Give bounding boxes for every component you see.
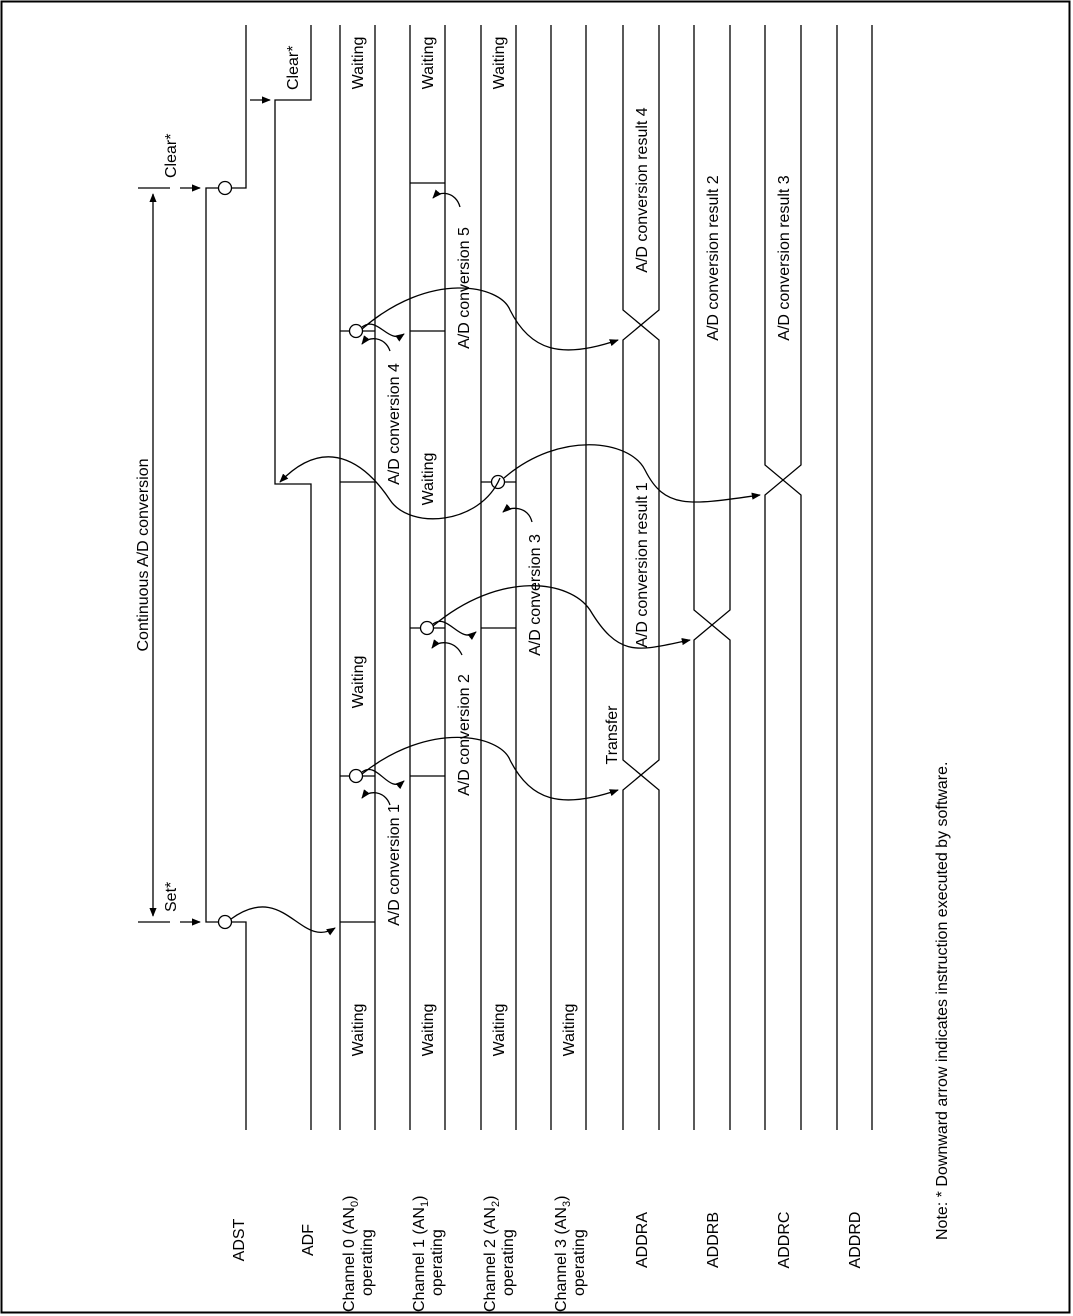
channel-3-label-line2: operating [571, 1229, 588, 1296]
set-label: Set* [163, 882, 180, 912]
conversion-2-label: A/D conversion 2 [456, 674, 473, 796]
event-circle [217, 180, 233, 196]
result-3-label: A/D conversion result 3 [776, 175, 793, 341]
adf-label: ADF [300, 1224, 317, 1256]
channel-2-label: Channel 2 (AN2) [482, 1196, 502, 1312]
channel-1-label-line2: operating [429, 1229, 446, 1296]
clear-label-adst: Clear* [163, 134, 180, 178]
footnote: Note: * Downward arrow indicates instruc… [934, 762, 951, 1240]
transfer-label: Transfer [604, 705, 621, 765]
addrd-label: ADDRD [847, 1212, 864, 1269]
adf-waveform [274, 25, 312, 1130]
conversion-3-label: A/D conversion 3 [527, 534, 544, 656]
event-circle [217, 914, 233, 930]
channel-3-label: Channel 3 (AN3) [553, 1196, 573, 1312]
continuous-label: Continuous A/D conversion [135, 459, 152, 652]
channel-1-label: Channel 1 (AN1) [411, 1196, 431, 1312]
continuous-span-arrow [138, 187, 170, 923]
channel-0-track [339, 25, 376, 1130]
conversion-4-label: A/D conversion 4 [386, 363, 403, 485]
waiting-label: Waiting [350, 1004, 367, 1057]
channel-2-label-line2: operating [500, 1229, 517, 1296]
waiting-label: Waiting [420, 1004, 437, 1057]
event-circle [348, 323, 364, 339]
channel-0-label-line2: operating [359, 1229, 376, 1296]
result-1-label: A/D conversion result 1 [634, 482, 651, 648]
waiting-label: Waiting [491, 1004, 508, 1057]
waiting-label: Waiting [491, 37, 508, 90]
event-circle [348, 768, 364, 784]
result-4-label: A/D conversion result 4 [634, 107, 651, 273]
waiting-label: Waiting [420, 37, 437, 90]
result-2-label: A/D conversion result 2 [705, 175, 722, 341]
addrd-bus [836, 25, 873, 1130]
row-labels: ADST ADF Channel 0 (AN0) operating Chann… [231, 1196, 864, 1312]
waiting-label: Waiting [561, 1004, 578, 1057]
adst-waveform [205, 25, 247, 1130]
addrc-bus [764, 25, 802, 1130]
channel-3-track [550, 25, 587, 1130]
channel-1-track [409, 25, 446, 1130]
addrb-bus [693, 25, 731, 1130]
addrb-label: ADDRB [705, 1212, 722, 1268]
adst-label: ADST [231, 1218, 248, 1261]
waiting-label: Waiting [350, 37, 367, 90]
diagram-annotations: Continuous A/D conversion Set* Clear* Cl… [135, 37, 951, 1240]
clear-label-adf: Clear* [285, 46, 302, 90]
addra-label: ADDRA [634, 1212, 651, 1268]
conversion-1-label: A/D conversion 1 [386, 804, 403, 926]
causal-arrows [230, 189, 761, 936]
channel-2-track [480, 25, 517, 1130]
waiting-label: Waiting [350, 656, 367, 709]
channel-0-label: Channel 0 (AN0) [341, 1196, 361, 1312]
addra-bus [622, 25, 660, 1130]
event-circle [419, 620, 435, 636]
conversion-5-label: A/D conversion 5 [456, 227, 473, 349]
addrc-label: ADDRC [776, 1212, 793, 1269]
waiting-label: Waiting [420, 453, 437, 506]
